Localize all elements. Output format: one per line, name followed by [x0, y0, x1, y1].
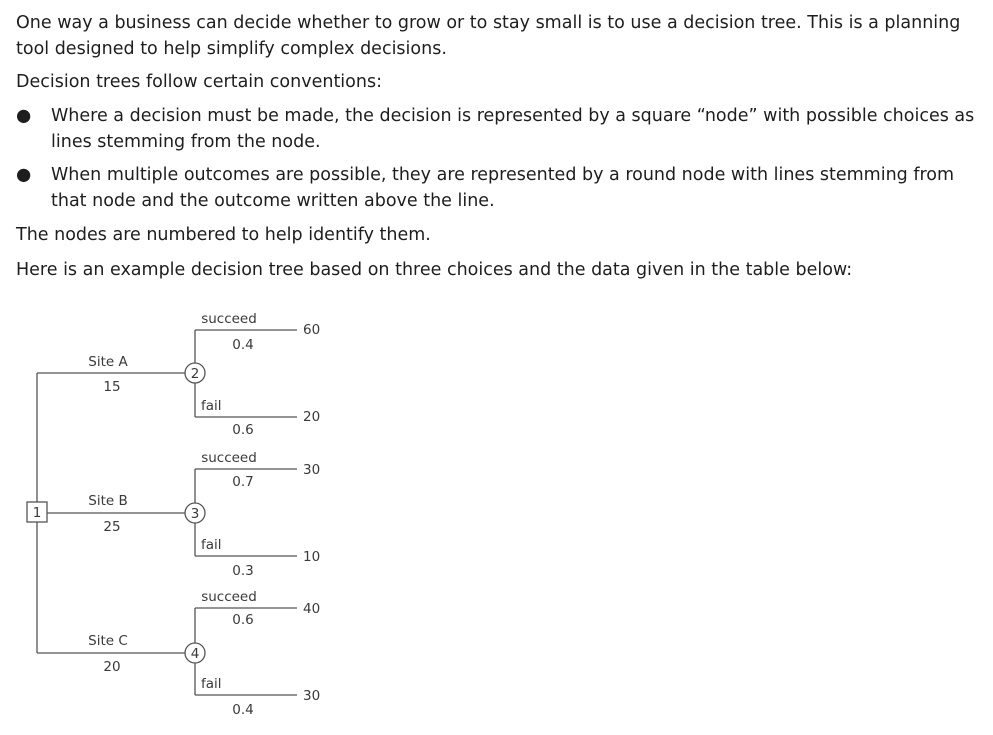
outcome-probability: 0.3 [232, 563, 253, 579]
conventions-heading: Decision trees follow certain convention… [16, 72, 382, 92]
outcome-probability: 0.4 [232, 702, 253, 718]
outcome-probability: 0.4 [232, 337, 253, 353]
site-label: Site B [88, 493, 127, 509]
site-cost: 25 [103, 519, 120, 535]
outcome-value: 30 [303, 688, 320, 704]
outcome-label: fail [201, 398, 222, 414]
branch-site-a: Site A 15 2 succeed 0.4 60 fail 0.6 20 [88, 311, 320, 438]
site-label: Site C [88, 633, 128, 649]
branch-site-c: Site C 20 4 succeed 0.6 40 fail 0.4 30 [88, 589, 320, 718]
example-intro: Here is an example decision tree based o… [16, 260, 853, 280]
outcome-value: 40 [303, 601, 320, 617]
nodes-note: The nodes are numbered to help identify … [16, 225, 431, 245]
outcome-label: fail [201, 676, 222, 692]
decision-node-number: 1 [33, 505, 42, 521]
bullet-icon: ● [16, 106, 32, 126]
outcome-label: succeed [201, 450, 257, 466]
bullet-text: Where a decision must be made, the decis… [51, 106, 975, 152]
chance-node-number: 4 [191, 646, 200, 662]
outcome-value: 10 [303, 549, 320, 565]
decision-tree-diagram: 1 Site A 15 2 succeed 0.4 60 fail 0.6 20… [26, 311, 320, 718]
site-label: Site A [88, 354, 128, 370]
outcome-label: succeed [201, 311, 257, 327]
branch-site-b: Site B 25 3 succeed 0.7 30 fail 0.3 10 [88, 450, 320, 579]
outcome-label: succeed [201, 589, 257, 605]
outcome-probability: 0.6 [232, 612, 253, 628]
bullet-text: When multiple outcomes are possible, the… [51, 165, 955, 211]
outcome-probability: 0.6 [232, 422, 253, 438]
outcome-value: 60 [303, 322, 320, 338]
outcome-value: 20 [303, 409, 320, 425]
chance-node-number: 2 [191, 366, 200, 382]
outcome-value: 30 [303, 462, 320, 478]
intro-paragraph: One way a business can decide whether to… [16, 13, 961, 59]
site-cost: 20 [103, 659, 120, 675]
site-cost: 15 [103, 379, 120, 395]
chance-node-number: 3 [191, 506, 200, 522]
outcome-probability: 0.7 [232, 474, 253, 490]
decision-node-square [26, 501, 48, 523]
bullet-icon: ● [16, 165, 32, 185]
outcome-label: fail [201, 537, 222, 553]
